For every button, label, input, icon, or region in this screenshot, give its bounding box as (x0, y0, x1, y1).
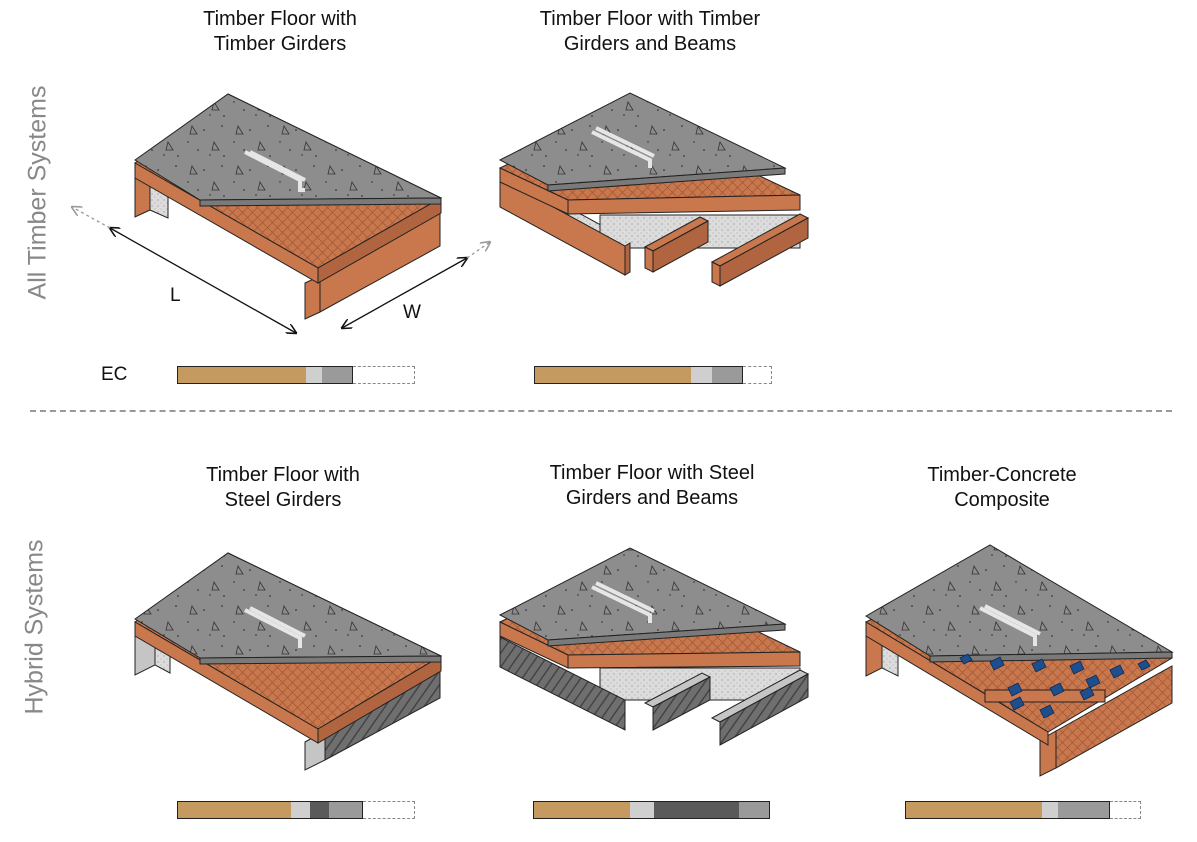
ec-segment-lightgray (291, 801, 311, 819)
ec-bar-timber-girders (177, 366, 415, 384)
caption-steel-girders-beams: Timber Floor with Steel Girders and Beam… (549, 462, 755, 509)
ec-bar-steel-girders (177, 801, 415, 819)
ec-segment-lightgray (1041, 801, 1059, 819)
ec-segment-timber (533, 801, 631, 819)
drawing-timber-girders-beams (498, 92, 810, 287)
ec-segment-timber (177, 801, 292, 819)
ec-segment-empty (1110, 801, 1141, 819)
drawing-timber-concrete-composite (864, 544, 1174, 777)
ec-segment-lightgray (691, 366, 713, 384)
section-divider (30, 410, 1172, 412)
caption-timber-girders-beams: Timber Floor with Timber Girders and Bea… (539, 8, 761, 55)
ec-segment-empty (362, 801, 415, 819)
ec-bar-timber-girders-beams (534, 366, 772, 384)
ec-segment-midgray (322, 366, 354, 384)
caption-timber-girders: Timber Floor with Timber Girders (203, 8, 357, 55)
caption-timber-concrete-composite: Timber-Concrete Composite (927, 464, 1077, 511)
ec-label: EC (101, 364, 128, 385)
ec-segment-darkgray (653, 801, 740, 819)
ec-segment-empty (353, 366, 415, 384)
drawing-timber-girders (134, 93, 443, 320)
caption-steel-girders: Timber Floor with Steel Girders (206, 464, 360, 511)
drawing-steel-girders (134, 552, 443, 771)
width-dimension-arrow (342, 258, 467, 328)
ec-segment-midgray (329, 801, 363, 819)
length-dimension-arrow (110, 228, 296, 333)
length-label: L (170, 285, 181, 306)
shear-connectors (959, 653, 1151, 719)
ec-segment-midgray (712, 366, 744, 384)
ec-bar-steel-girders-beams (533, 801, 770, 819)
ec-bar-timber-concrete-composite (905, 801, 1141, 819)
ec-segment-timber (905, 801, 1042, 819)
ec-segment-timber (534, 366, 692, 384)
ec-segment-timber (177, 366, 306, 384)
ec-segment-midgray (739, 801, 770, 819)
ec-segment-midgray (1058, 801, 1111, 819)
ec-segment-lightgray (305, 366, 323, 384)
ec-segment-empty (743, 366, 772, 384)
drawing-steel-girders-beams (498, 547, 810, 746)
width-label: W (403, 302, 421, 323)
ec-segment-darkgray (310, 801, 330, 819)
ec-segment-lightgray (630, 801, 654, 819)
